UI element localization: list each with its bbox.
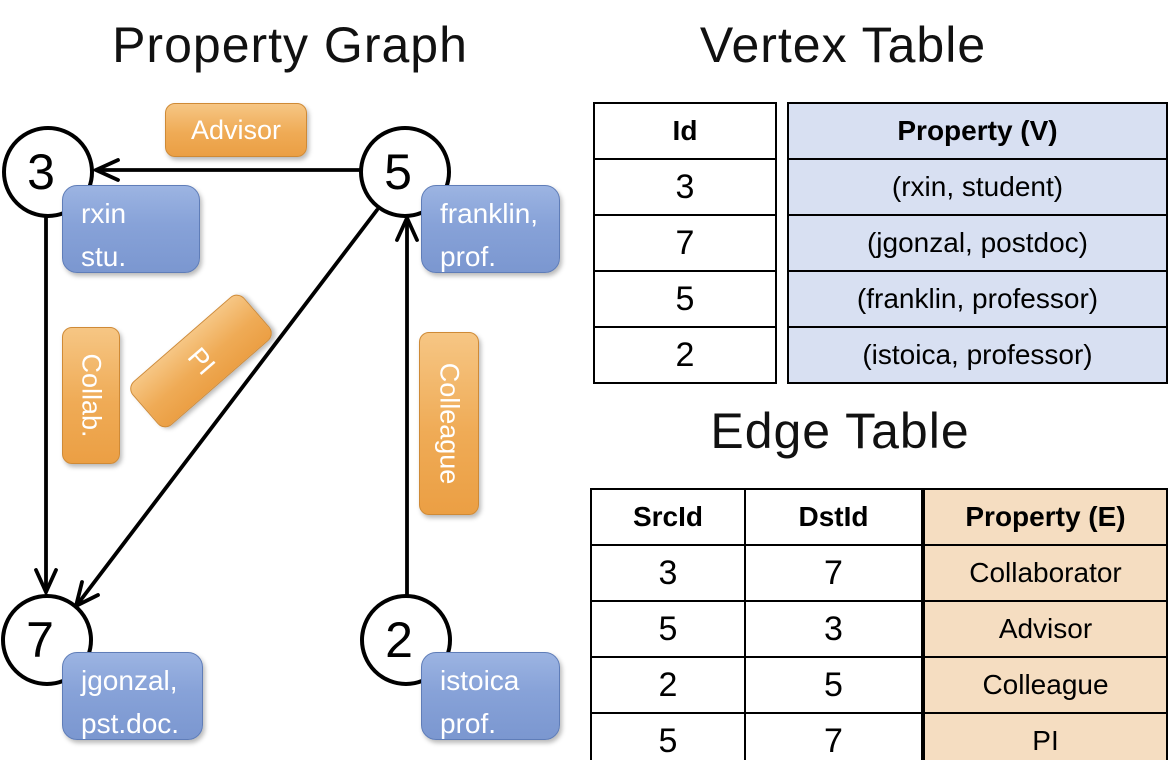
property-graph-title: Property Graph	[112, 17, 468, 73]
edge-label-advisor: Advisor	[165, 103, 307, 157]
edge-property-cell: Collaborator	[923, 544, 1168, 602]
property-box-franklin: franklin, prof.	[421, 185, 560, 273]
edge-label-colleague: Colleague	[419, 332, 479, 515]
property-box-istoica-line1: istoica	[440, 665, 520, 696]
property-box-rxin-line2: stu.	[81, 241, 127, 272]
vertex-id-cell: 3	[593, 158, 777, 216]
edge-label-collab-text: Collab.	[76, 353, 107, 438]
edge-label-advisor-text: Advisor	[190, 114, 282, 145]
table-row: 2 5	[590, 656, 923, 714]
table-row: (rxin, student)	[787, 158, 1168, 216]
property-box-jgonzal-line2: pst.doc.	[81, 708, 180, 739]
vertex-property-table: Property (V) (rxin, student) (jgonzal, p…	[787, 102, 1168, 384]
table-row: 3 7	[590, 544, 923, 602]
edge-srcid-header: SrcId	[590, 488, 746, 546]
edge-dstid-cell: 7	[744, 712, 923, 760]
table-row: 5	[593, 270, 777, 328]
edge-dstid-cell: 7	[744, 544, 923, 602]
property-box-jgonzal-line1: jgonzal,	[81, 665, 178, 696]
vertex-property-cell: (jgonzal, postdoc)	[787, 214, 1168, 272]
node-7-label: 7	[26, 612, 54, 668]
table-row: 7	[593, 214, 777, 272]
edge-srcid-cell: 5	[590, 600, 746, 658]
node-2-label: 2	[385, 612, 413, 668]
graph-edges	[34, 158, 419, 610]
vertex-property-cell: (rxin, student)	[787, 158, 1168, 216]
edge-dstid-cell: 5	[744, 656, 923, 714]
property-graph-panel: Property Graph 3 5	[0, 0, 580, 760]
edge-5-to-3	[91, 158, 364, 182]
property-box-jgonzal: jgonzal, pst.doc.	[62, 652, 203, 740]
table-row: Collaborator	[923, 544, 1168, 602]
table-row: PI	[923, 712, 1168, 760]
edge-src-dst-table: SrcId DstId 3 7 5 3 2 5 5 7	[590, 488, 923, 760]
edge-srcid-cell: 2	[590, 656, 746, 714]
vertex-id-table: Id 3 7 5 2	[593, 102, 777, 384]
edge-property-cell: Advisor	[923, 600, 1168, 658]
node-5-label: 5	[384, 144, 412, 200]
table-row: (jgonzal, postdoc)	[787, 214, 1168, 272]
property-box-istoica: istoica prof.	[421, 652, 560, 740]
edge-label-colleague-text: Colleague	[434, 362, 465, 485]
edge-property-cell: Colleague	[923, 656, 1168, 714]
table-row: 3	[593, 158, 777, 216]
vertex-property-cell: (franklin, professor)	[787, 270, 1168, 328]
vertex-id-cell: 5	[593, 270, 777, 328]
property-box-franklin-line1: franklin,	[440, 198, 539, 229]
table-row: Colleague	[923, 656, 1168, 714]
edge-property-table: Property (E) Collaborator Advisor Collea…	[923, 488, 1168, 760]
vertex-property-cell: (istoica, professor)	[787, 326, 1168, 384]
edge-3-to-7	[34, 216, 58, 597]
edge-label-pi-text: PI	[181, 341, 222, 381]
node-3-label: 3	[27, 144, 55, 200]
table-row: (franklin, professor)	[787, 270, 1168, 328]
vertex-id-cell: 7	[593, 214, 777, 272]
property-box-istoica-line2: prof.	[440, 708, 497, 739]
vertex-property-header: Property (V)	[787, 102, 1168, 160]
table-row: 2	[593, 326, 777, 384]
edge-srcid-cell: 5	[590, 712, 746, 760]
edge-property-header: Property (E)	[923, 488, 1168, 546]
vertex-id-header: Id	[593, 102, 777, 160]
table-row: (istoica, professor)	[787, 326, 1168, 384]
edge-2-to-5	[395, 213, 419, 597]
vertex-id-cell: 2	[593, 326, 777, 384]
edge-dstid-header: DstId	[744, 488, 923, 546]
edge-dstid-cell: 3	[744, 600, 923, 658]
vertex-table-title: Vertex Table	[699, 17, 987, 73]
edge-property-cell: PI	[923, 712, 1168, 760]
edge-srcid-cell: 3	[590, 544, 746, 602]
table-row: 5 7	[590, 712, 923, 760]
edge-table-title: Edge Table	[710, 403, 970, 459]
property-box-rxin-line1: rxin	[81, 198, 127, 229]
table-row: Advisor	[923, 600, 1168, 658]
graph-node-2: 2	[360, 594, 452, 686]
property-box-franklin-line2: prof.	[440, 241, 497, 272]
table-row: 5 3	[590, 600, 923, 658]
edge-label-collab: Collab.	[62, 327, 120, 464]
property-box-rxin: rxin stu.	[62, 185, 200, 273]
